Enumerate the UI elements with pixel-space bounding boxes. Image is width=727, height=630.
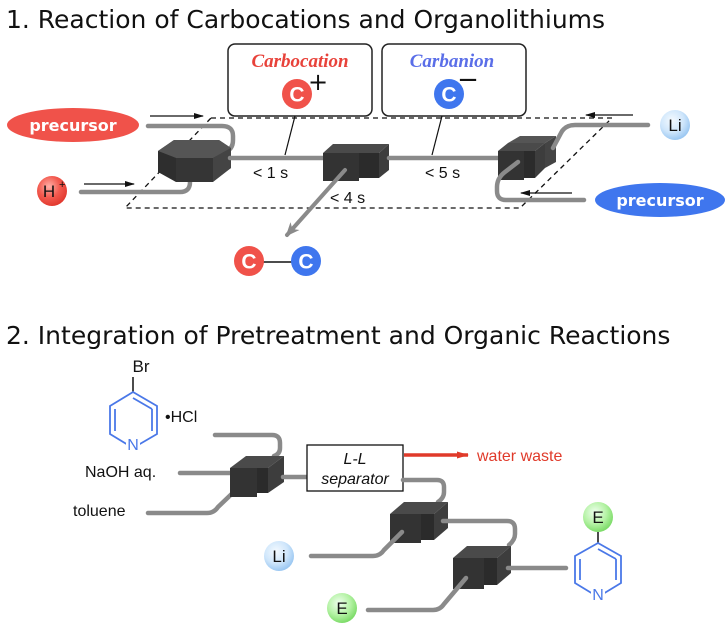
negative-charge: − xyxy=(457,65,479,95)
product-carbocation-atom xyxy=(234,246,264,276)
left-precursor: precursor xyxy=(7,108,139,142)
mixer-b xyxy=(390,502,448,543)
positive-charge: + xyxy=(308,68,328,96)
carbocation-atom xyxy=(282,79,312,109)
residence-time-2: < 5 s xyxy=(425,165,460,182)
mixer-c xyxy=(453,546,511,589)
mixer-2 xyxy=(323,144,389,181)
output-flow-arrow xyxy=(285,168,347,237)
tube-substrate xyxy=(212,432,283,459)
carbanion-label: Carbanion xyxy=(410,51,494,72)
svg-text:E: E xyxy=(592,508,603,527)
acid-reagent-ball: H + xyxy=(37,176,67,206)
separator-label-line2: separator xyxy=(321,471,389,488)
tube-electrophile xyxy=(365,575,469,613)
svg-text:C: C xyxy=(298,251,313,274)
carbocation-pointer xyxy=(284,115,296,156)
carbanion-pointer xyxy=(431,115,443,156)
mixer-1 xyxy=(158,140,231,182)
tube-toluene xyxy=(145,483,243,516)
carbocation-box: Carbocation C + xyxy=(227,43,373,117)
carbanion-box: Carbanion C − xyxy=(381,43,527,117)
tube-separator-to-mixerB xyxy=(400,477,447,505)
coupling-product: C C xyxy=(234,246,321,276)
water-waste-label: water waste xyxy=(476,448,562,465)
reaction-plane-outline xyxy=(123,117,614,209)
section2-title: 2. Integration of Pretreatment and Organ… xyxy=(6,321,670,350)
svg-text:N: N xyxy=(127,437,139,454)
naoh-label: NaOH aq. xyxy=(85,464,156,481)
bromo-substituent: Br xyxy=(133,357,150,376)
product-carbanion-atom xyxy=(291,246,321,276)
svg-text:Li: Li xyxy=(668,116,681,135)
svg-text:H: H xyxy=(43,182,55,201)
tube-lithium xyxy=(550,122,651,151)
svg-text:precursor: precursor xyxy=(616,191,703,210)
svg-text:C: C xyxy=(441,84,456,107)
mixer-a xyxy=(230,456,284,497)
electrophile-ball: E xyxy=(327,593,357,623)
section1-title: 1. Reaction of Carbocations and Organoli… xyxy=(6,5,605,34)
carbocation-label: Carbocation xyxy=(251,51,348,72)
separator-label-line1: L-L xyxy=(343,451,366,468)
bromopyridine-structure: Br N •HCl xyxy=(109,357,197,454)
carbanion-atom xyxy=(434,79,464,109)
lithium-reagent-ball: Li xyxy=(660,110,690,140)
tube-lithium-2 xyxy=(308,529,405,559)
ll-separator: L-L separator xyxy=(306,444,404,492)
svg-text:Li: Li xyxy=(272,547,285,566)
toluene-label: toluene xyxy=(73,503,126,520)
svg-text:C: C xyxy=(241,251,256,274)
svg-text:E: E xyxy=(336,599,347,618)
hydrochloride-salt: •HCl xyxy=(165,409,197,426)
tube-acid xyxy=(78,165,193,195)
svg-text:N: N xyxy=(592,587,604,604)
right-precursor: precursor xyxy=(595,183,725,217)
residence-time-1: < 1 s xyxy=(253,165,288,182)
lithium-reagent-ball-2: Li xyxy=(264,541,294,571)
product-electrophile-ball xyxy=(583,502,613,532)
svg-text:C: C xyxy=(289,84,304,107)
svg-text:precursor: precursor xyxy=(29,116,116,135)
svg-text:+: + xyxy=(59,179,65,191)
residence-time-3: < 4 s xyxy=(330,190,365,207)
tube-precursor-right xyxy=(494,159,587,203)
product-pyridine-structure: E N xyxy=(574,502,622,604)
tube-mixerB-to-mixerC xyxy=(440,518,518,548)
